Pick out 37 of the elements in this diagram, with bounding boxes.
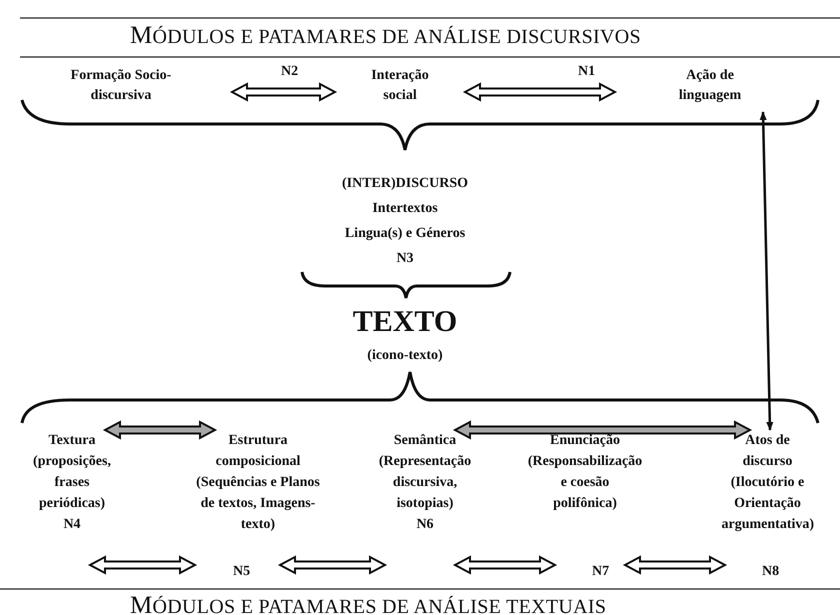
node-text: Formação Socio-discursiva <box>70 67 172 105</box>
node-text: N4 <box>63 516 81 534</box>
node-text: Textura <box>48 432 96 450</box>
level-label: N5 <box>233 564 250 580</box>
node-text: N6 <box>416 516 434 534</box>
node-text: (INTER)DISCURSO <box>342 175 468 193</box>
node-text: (Ilocutório e Orientação argumentativa) <box>722 474 814 534</box>
double-arrow <box>452 420 752 440</box>
node-text: (icono-texto) <box>367 347 443 365</box>
node-text: Enunciação <box>550 432 620 450</box>
double-arrow <box>462 82 618 102</box>
double-arrow <box>102 420 218 440</box>
level-label: N8 <box>762 564 780 580</box>
double-arrow <box>88 555 198 575</box>
node-text: Atos de discurso <box>742 432 794 471</box>
edge-label: N2 <box>281 64 298 80</box>
heading: MÓDULOS E PATAMARES DE ANÁLISE TEXTUAIS <box>130 592 606 615</box>
node-text: TEXTO <box>352 304 458 340</box>
node-text: Estrutura composicional <box>214 432 302 471</box>
arrow <box>760 111 774 431</box>
node-text: (Responsabilização e coesão polifônica) <box>528 453 642 513</box>
node-text: (proposições, frases periódicas) <box>32 453 112 513</box>
node-text: (Sequências e Planos de textos, Imagens-texto) <box>196 474 320 534</box>
double-arrow <box>622 555 728 575</box>
node-text: Interação social <box>370 67 430 105</box>
node-text: Semântica <box>394 432 456 450</box>
node-text: Intertextos <box>372 200 438 218</box>
node-text: Lingua(s) e Géneros <box>344 225 466 243</box>
node-text: (Representação discursiva, isotopias) <box>378 453 472 513</box>
double-arrow <box>452 555 558 575</box>
node-text: Ação de linguagem <box>678 67 742 105</box>
edge-label: N1 <box>578 64 596 80</box>
double-arrow <box>230 82 338 102</box>
heading: MÓDULOS E PATAMARES DE ANÁLISE DISCURSIVOS <box>130 22 641 50</box>
node-text: N3 <box>396 250 414 268</box>
double-arrow <box>278 555 388 575</box>
level-label: N7 <box>592 564 610 580</box>
